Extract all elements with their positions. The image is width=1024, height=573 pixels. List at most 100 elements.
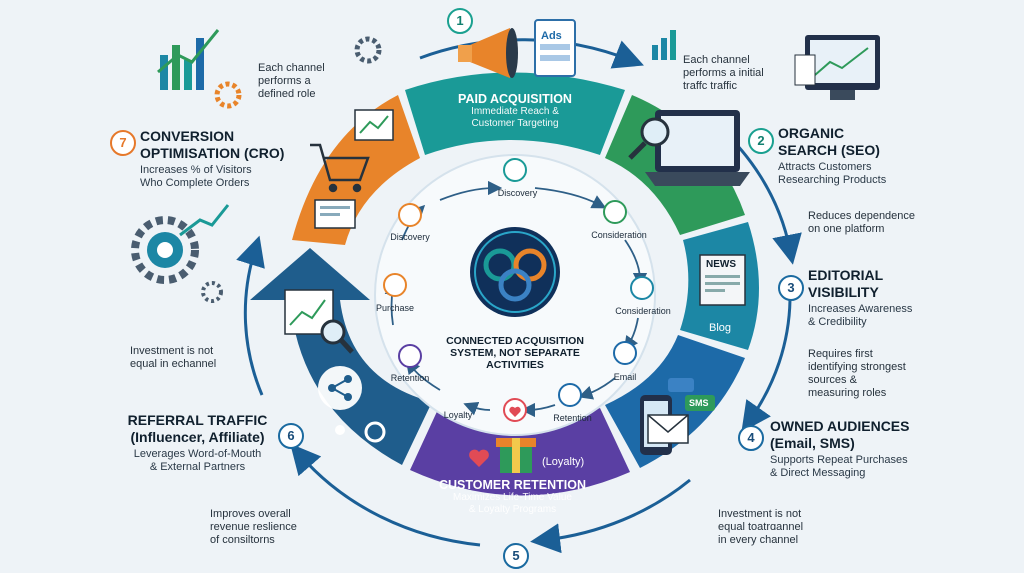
note-left-1: Investment is not equal in echannel (130, 345, 216, 371)
note-line: Requires first (808, 348, 906, 361)
note-line: performs a initial (683, 67, 764, 80)
inner-consideration-2: Consideration (608, 306, 678, 316)
note-line: Each channel (258, 62, 325, 75)
center-line-2: SYSTEM, NOT SEPARATE (440, 347, 590, 359)
discovery-left-icon (399, 204, 421, 226)
cro-title-2: OPTIMISATION (CRO) (140, 145, 284, 162)
step-5-badge: 5 (503, 543, 529, 569)
editorial-desc-2: & Credibility (808, 316, 912, 329)
cro-chart-card (355, 110, 393, 140)
note-bottom-left: Improves overall revenue reslience of co… (210, 508, 297, 547)
editorial-desc-1: Increases Awareness (808, 303, 912, 316)
share-icon (318, 366, 362, 410)
gear-icon-top-left (217, 84, 239, 106)
note-line: equal toatrɑannel (718, 521, 803, 534)
organic-desc-1: Attracts Customers (778, 161, 886, 174)
inner-discovery-left: Discovery (385, 232, 435, 242)
step-4-badge: 4 (738, 425, 764, 451)
inner-consideration-1: Consideration (588, 230, 650, 240)
owned-desc-2: & Direct Messaging (770, 467, 910, 480)
top-right-bars-icon (652, 30, 676, 60)
inner-loyalty: Loyalty (438, 410, 478, 420)
note-line: Investment is not (718, 508, 803, 521)
discovery-top-icon (504, 159, 526, 181)
sms-label: SMS (689, 398, 709, 408)
retention-left-icon (399, 345, 421, 367)
note-right-2: Requires first identifying strongest sou… (808, 348, 906, 400)
note-line: revenue reslience (210, 521, 297, 534)
step-1-badge: 1 (447, 8, 473, 34)
note-line: sources & (808, 374, 906, 387)
analytics-monitor-icon (795, 35, 880, 100)
paid-title: PAID ACQUISITION (435, 92, 595, 106)
note-line: Improves overall (210, 508, 297, 521)
inner-purchase: Purchase (370, 303, 420, 313)
referral-title-1: REFERRAL TRAFFIC (120, 412, 275, 429)
inner-retention-right: Retention (550, 413, 595, 423)
owned-title-1: OWNED AUDIENCES (770, 418, 910, 435)
step-2-badge: 2 (748, 128, 774, 154)
editorial-title-2: VISIBILITY (808, 284, 912, 301)
target-gear-icon (135, 205, 228, 301)
referral-desc-1: Leverages Word-of-Mouth (120, 448, 275, 461)
central-hub-icon (470, 227, 560, 317)
note-line: Each channel (683, 54, 764, 67)
note-line: on one platform (808, 223, 915, 236)
step-3-badge: 3 (778, 275, 804, 301)
note-line: equal in echannel (130, 358, 216, 371)
owned-title-2: (Email, SMS) (770, 435, 910, 452)
cro-title-1: CONVERSION (140, 128, 284, 145)
center-text: CONNECTED ACQUISITION SYSTEM, NOT SEPARA… (440, 335, 590, 371)
gear-icon-top-mid (357, 39, 379, 61)
note-top-right: Each channel performs a initial traffc t… (683, 54, 764, 93)
megaphone-icon (458, 28, 518, 78)
organic-label: ORGANIC SEARCH (SEO) Attracts Customers … (778, 125, 886, 187)
organic-title-1: ORGANIC (778, 125, 886, 142)
note-bottom-right: Investment is not equal toatrɑannel in e… (718, 508, 803, 547)
purchase-cart-icon (384, 274, 406, 296)
note-line: defined role (258, 88, 325, 101)
note-right-1: Reduces dependence on one platform (808, 210, 915, 236)
blog-label: Blog (709, 322, 731, 334)
news-label: NEWS (706, 259, 736, 270)
retention-title: CUSTOMER RETENTION (420, 478, 605, 492)
referral-title-2: (Influencer, Affiliate) (120, 429, 275, 446)
inner-discovery-top: Discovery (495, 188, 540, 198)
retention-segment-label: CUSTOMER RETENTION Maximizes Life-Time V… (420, 478, 605, 516)
note-line: in every channel (718, 534, 803, 547)
note-line: identifying strongest (808, 361, 906, 374)
retention-desc-2: & Loyalty Programs (420, 504, 605, 516)
consideration-2-icon (631, 277, 653, 299)
consideration-1-icon (604, 201, 626, 223)
cro-desc-1: Increases % of Visitors (140, 164, 284, 177)
inner-retention-left: Retention (385, 373, 435, 383)
retention-right-icon (559, 384, 581, 406)
step-6-badge: 6 (278, 423, 304, 449)
retention-desc-1: Maximizes Life-Time Value (420, 492, 605, 504)
note-line: measuring roles (808, 387, 906, 400)
organic-title-2: SEARCH (SEO) (778, 142, 886, 159)
paid-segment-label: PAID ACQUISITION Immediate Reach & Custo… (435, 92, 595, 130)
cro-desc-2: Who Complete Orders (140, 177, 284, 190)
loyalty-tag: (Loyalty) (542, 456, 584, 468)
referral-label: REFERRAL TRAFFIC (Influencer, Affiliate)… (120, 412, 275, 474)
organic-desc-2: Researching Products (778, 174, 886, 187)
center-line-1: CONNECTED ACQUISITION (440, 335, 590, 347)
cro-label: CONVERSION OPTIMISATION (CRO) Increases … (140, 128, 284, 190)
step-7-badge: 7 (110, 130, 136, 156)
email-icon (614, 342, 636, 364)
owned-label: OWNED AUDIENCES (Email, SMS) Supports Re… (770, 418, 910, 480)
note-line: Investment is not (130, 345, 216, 358)
editorial-label: EDITORIAL VISIBILITY Increases Awareness… (808, 267, 912, 329)
note-top-left: Each channel performs a defined role (258, 62, 325, 101)
note-line: of consiltorns (210, 534, 297, 547)
ads-label: Ads (541, 30, 562, 42)
center-line-3: ACTIVITIES (440, 359, 590, 371)
growth-chart-icon (158, 30, 218, 90)
note-line: Reduces dependence (808, 210, 915, 223)
note-line: traffc traffic (683, 80, 764, 93)
owned-desc-1: Supports Repeat Purchases (770, 454, 910, 467)
editorial-title-1: EDITORIAL (808, 267, 912, 284)
paid-desc-1: Immediate Reach & (435, 106, 595, 118)
